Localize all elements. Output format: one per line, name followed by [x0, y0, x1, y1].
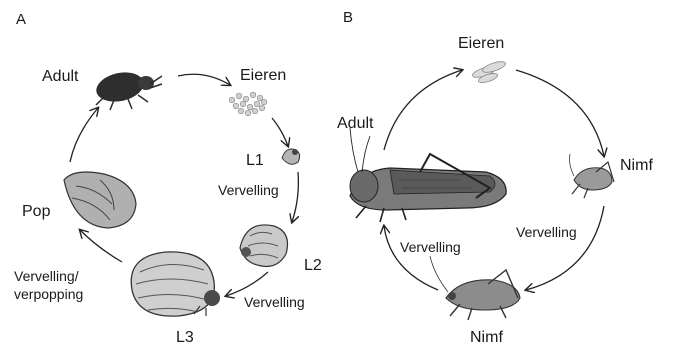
label-b-nymph-right: Nimf — [620, 157, 653, 174]
label-a-pupa: Pop — [22, 203, 51, 220]
label-a-eggs: Eieren — [240, 67, 286, 84]
label-a-adult: Adult — [42, 68, 79, 85]
label-a-l1: L1 — [246, 152, 264, 169]
beetle-eggs-illustration — [229, 92, 267, 116]
panel-a: A Adult Eieren L1 Vervelling — [14, 11, 322, 346]
arrow-b-nymph-to-nymph — [526, 206, 604, 290]
molt-a-l3-pupa-line1: Vervelling/ — [14, 268, 79, 284]
label-b-eggs: Eieren — [458, 35, 504, 52]
panel-b: B Eieren Nimf Vervelling Nimf Vervelling — [337, 9, 653, 346]
panel-b-letter: B — [343, 9, 353, 26]
panel-a-letter: A — [16, 11, 26, 28]
grasshopper-eggs-illustration — [471, 59, 506, 84]
arrow-a-l1-to-l2 — [292, 172, 298, 222]
beetle-adult-illustration — [94, 68, 162, 110]
arrow-a-eggs-to-l1 — [272, 118, 288, 146]
larva-l2-illustration — [240, 225, 288, 267]
arrow-a-l3-to-pupa — [80, 230, 122, 262]
label-a-l2: L2 — [304, 257, 322, 274]
molt-b-left: Vervelling — [400, 239, 461, 255]
grasshopper-adult-illustration — [350, 128, 506, 222]
molt-a-l3-pupa-line2: verpopping — [14, 286, 83, 302]
molt-a-l1-l2: Vervelling — [218, 182, 279, 198]
nymph-right-illustration — [570, 154, 615, 198]
arrow-a-adult-to-eggs — [178, 74, 230, 85]
label-b-adult: Adult — [337, 115, 374, 132]
arrow-b-nymph-to-adult — [384, 226, 438, 290]
arrow-b-eggs-to-nymph — [516, 70, 604, 156]
arrow-b-adult-to-eggs — [384, 70, 462, 150]
label-b-nymph-bottom: Nimf — [470, 329, 503, 346]
molt-a-l2-l3: Vervelling — [244, 294, 305, 310]
label-a-l3: L3 — [176, 329, 194, 346]
larva-l3-illustration — [131, 252, 220, 316]
molt-b-right: Vervelling — [516, 224, 577, 240]
nymph-bottom-illustration — [430, 256, 520, 320]
arrow-a-l2-to-l3 — [226, 272, 268, 296]
arrow-a-pupa-to-adult — [70, 108, 98, 162]
pupa-illustration — [64, 172, 136, 228]
larva-l1-illustration — [282, 149, 300, 164]
